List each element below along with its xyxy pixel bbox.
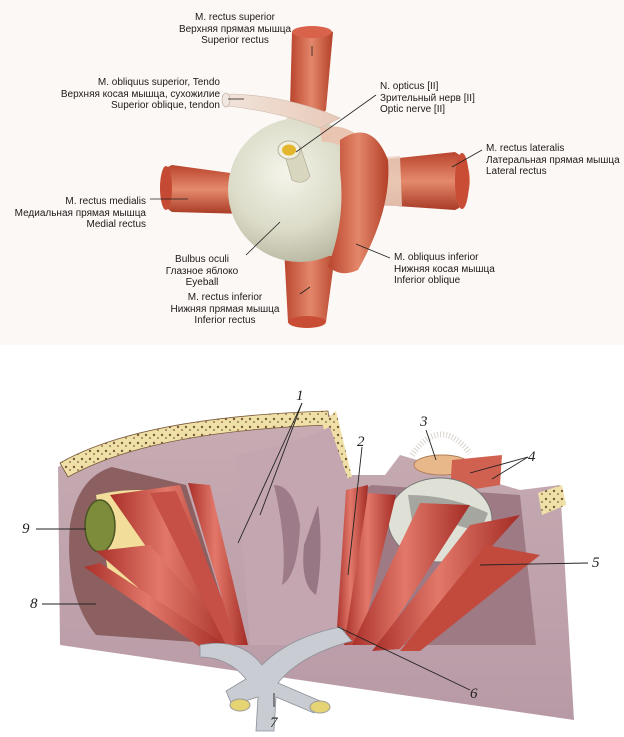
lateral-rectus-muscle — [380, 152, 470, 210]
medial-rectus-muscle — [160, 165, 247, 214]
label-optic-nerve: N. opticus [II] Зрительный нерв [II] Opt… — [380, 81, 475, 115]
label-obliquus-superior: M. obliquus superior, Tendo Верхняя коса… — [60, 77, 220, 111]
inferior-oblique-muscle — [328, 132, 389, 274]
orbit-section-figure: 1 2 3 4 5 6 7 8 9 — [0, 345, 624, 737]
number-1: 1 — [296, 388, 304, 404]
label-rectus-medialis: M. rectus medialis Медиальная прямая мыш… — [14, 196, 146, 230]
number-9: 9 — [22, 521, 30, 537]
eye-muscles-figure: M. rectus superior Верхняя прямая мышца … — [0, 0, 624, 345]
superior-oblique-tendon — [221, 93, 341, 129]
number-4: 4 — [528, 449, 536, 465]
orbit-section-illustration — [36, 402, 589, 732]
superior-rectus-muscle — [290, 28, 333, 119]
label-rectus-superior: M. rectus superior Верхняя прямая мышца … — [178, 12, 292, 46]
number-8: 8 — [30, 596, 38, 612]
number-3: 3 — [420, 414, 428, 430]
number-5: 5 — [592, 555, 600, 571]
label-bulbus-oculi: Bulbus oculi Глазное яблоко Eyeball — [165, 254, 239, 288]
eye-muscles-illustration — [150, 26, 483, 328]
number-7: 7 — [270, 715, 278, 731]
label-rectus-inferior: M. rectus inferior Нижняя прямая мышца I… — [170, 292, 280, 326]
number-2: 2 — [357, 434, 365, 450]
left-eyeball-section — [84, 499, 116, 553]
number-6: 6 — [470, 686, 478, 702]
label-obliquus-inferior: M. obliquus inferior Нижняя косая мышца … — [394, 252, 495, 286]
label-rectus-lateralis: M. rectus lateralis Латеральная прямая м… — [486, 143, 620, 177]
eyeball — [228, 118, 372, 262]
